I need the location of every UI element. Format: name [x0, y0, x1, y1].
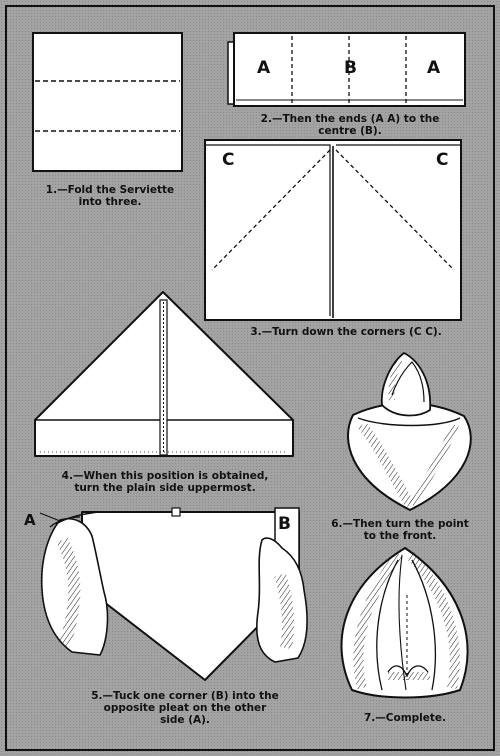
- plate-border: [5, 5, 495, 751]
- caption-step-7: 7.—Complete.: [363, 712, 447, 724]
- figure-7-complete: [340, 546, 469, 699]
- figure-4-triangle: [34, 291, 294, 457]
- caption-step-5: 5.—Tuck one corner (B) into the opposite…: [91, 690, 279, 726]
- caption-step-2: 2.—Then the ends (A A) to the centre (B)…: [260, 113, 440, 137]
- fig2-label-a-right: A: [427, 58, 441, 78]
- figure-2-strip: [227, 32, 466, 107]
- caption-step-6: 6.—Then turn the point to the front.: [331, 518, 469, 542]
- fig2-label-a-left: A: [257, 58, 271, 78]
- figure-6-cone: [346, 351, 472, 512]
- figure-5-hands: [39, 507, 308, 681]
- caption-step-4: 4.—When this position is obtained, turn …: [61, 470, 269, 494]
- fig2-label-b-centre: B: [344, 58, 357, 78]
- fig3-label-c-right: C: [436, 150, 449, 170]
- caption-step-3: 3.—Turn down the corners (C C).: [250, 326, 442, 338]
- caption-step-1: 1.—Fold the Serviette into three.: [45, 184, 175, 208]
- figure-1-serviette: [32, 32, 183, 172]
- fig5-label-b: B: [278, 514, 291, 534]
- figure-3-panels: [204, 139, 462, 321]
- fig3-label-c-left: C: [222, 150, 235, 170]
- fig5-label-a: A: [24, 511, 36, 529]
